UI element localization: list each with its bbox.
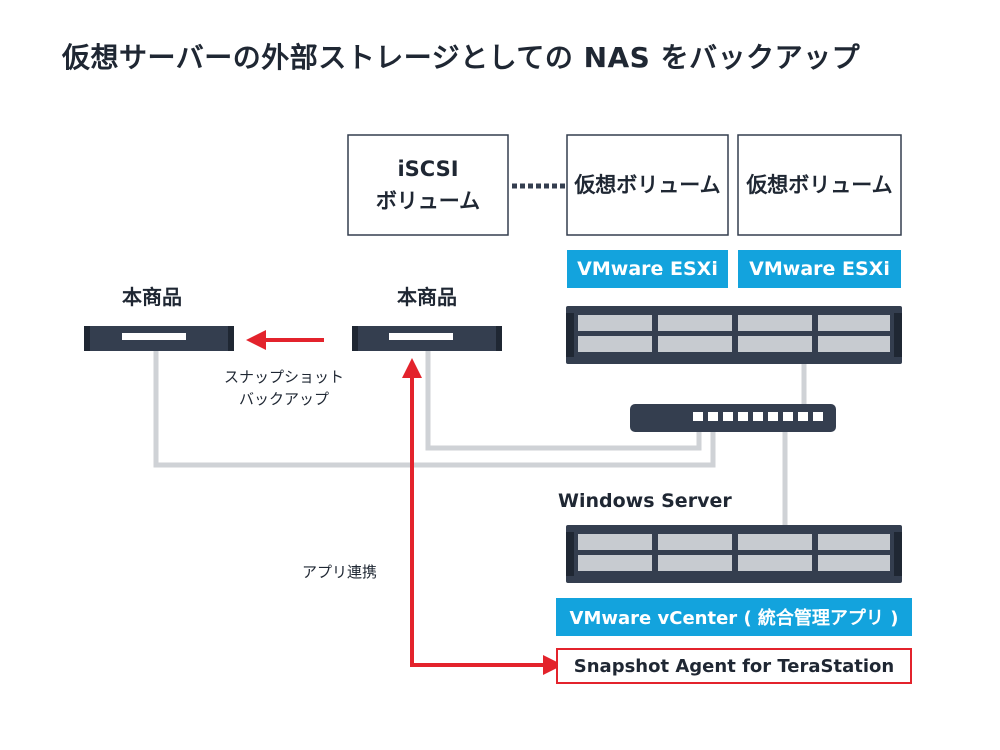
iscsi-volume-box <box>347 134 509 236</box>
page-title: 仮想サーバーの外部ストレージとしての NAS をバックアップ <box>62 41 861 74</box>
snapshot-backup-label: スナップショット バックアップ <box>214 366 354 410</box>
nas-device <box>84 326 234 351</box>
snapshot-agent-box: Snapshot Agent for TeraStation <box>556 648 912 684</box>
esxi-label: VMware ESXi <box>738 250 901 288</box>
virtual-volume-box <box>566 134 729 236</box>
snapshot-label-line2: バックアップ <box>238 390 329 408</box>
esxi-label: VMware ESXi <box>567 250 728 288</box>
storage-boxes <box>347 134 902 236</box>
iscsi-label-line2: ボリューム <box>375 189 481 213</box>
virtual-volume-label: 仮想ボリューム <box>746 173 893 197</box>
windows-server-rack <box>566 525 902 583</box>
nas-label: 本商品 <box>122 285 182 309</box>
nas-device <box>352 326 502 351</box>
network-switch <box>630 404 836 432</box>
cable-right-nas <box>425 350 702 451</box>
nas-label: 本商品 <box>397 285 457 309</box>
windows-server-label: Windows Server <box>558 490 732 512</box>
app-link-label: アプリ連携 <box>302 563 378 581</box>
virtual-volume-label: 仮想ボリューム <box>574 173 721 197</box>
esxi-server-rack <box>566 306 902 364</box>
iscsi-label-line1: iSCSI <box>397 157 459 181</box>
vcenter-label: VMware vCenter ( 統合管理アプリ ) <box>556 598 912 636</box>
virtual-volume-box <box>737 134 902 236</box>
iscsi-volume-label: iSCSI ボリューム <box>348 135 508 235</box>
snapshot-label-line1: スナップショット <box>223 368 344 386</box>
app-link-arrow <box>402 358 563 675</box>
